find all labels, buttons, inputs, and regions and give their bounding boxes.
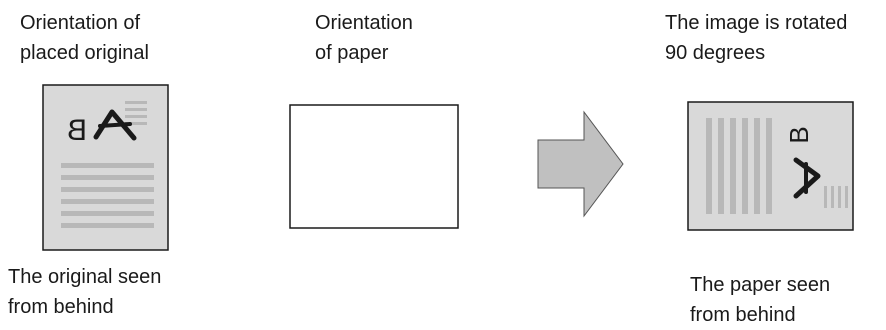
rotated-label: The image is rotated 90 degrees [665, 12, 848, 64]
diagram-canvas: B [42, 84, 854, 251]
rotated-letter: B [784, 126, 814, 143]
mirrored-letter: B [67, 114, 87, 147]
rotated-text-bars [706, 118, 772, 214]
mirrored-a-glyph [93, 109, 137, 141]
original-orientation-label: Orientation of placed original [20, 12, 149, 64]
original-text-bars [61, 163, 154, 228]
placed-original: B [42, 84, 169, 251]
right-arrow-icon [537, 110, 624, 218]
rotated-small-bars [824, 186, 848, 208]
original-behind-label: The original seen from behind [8, 266, 162, 318]
paper-orientation-label: Orientation of paper [315, 12, 413, 64]
paper-sheet [289, 104, 459, 229]
rotated-paper: B [687, 101, 854, 231]
original-small-bars [125, 101, 147, 125]
rotated-a-glyph [793, 157, 821, 199]
